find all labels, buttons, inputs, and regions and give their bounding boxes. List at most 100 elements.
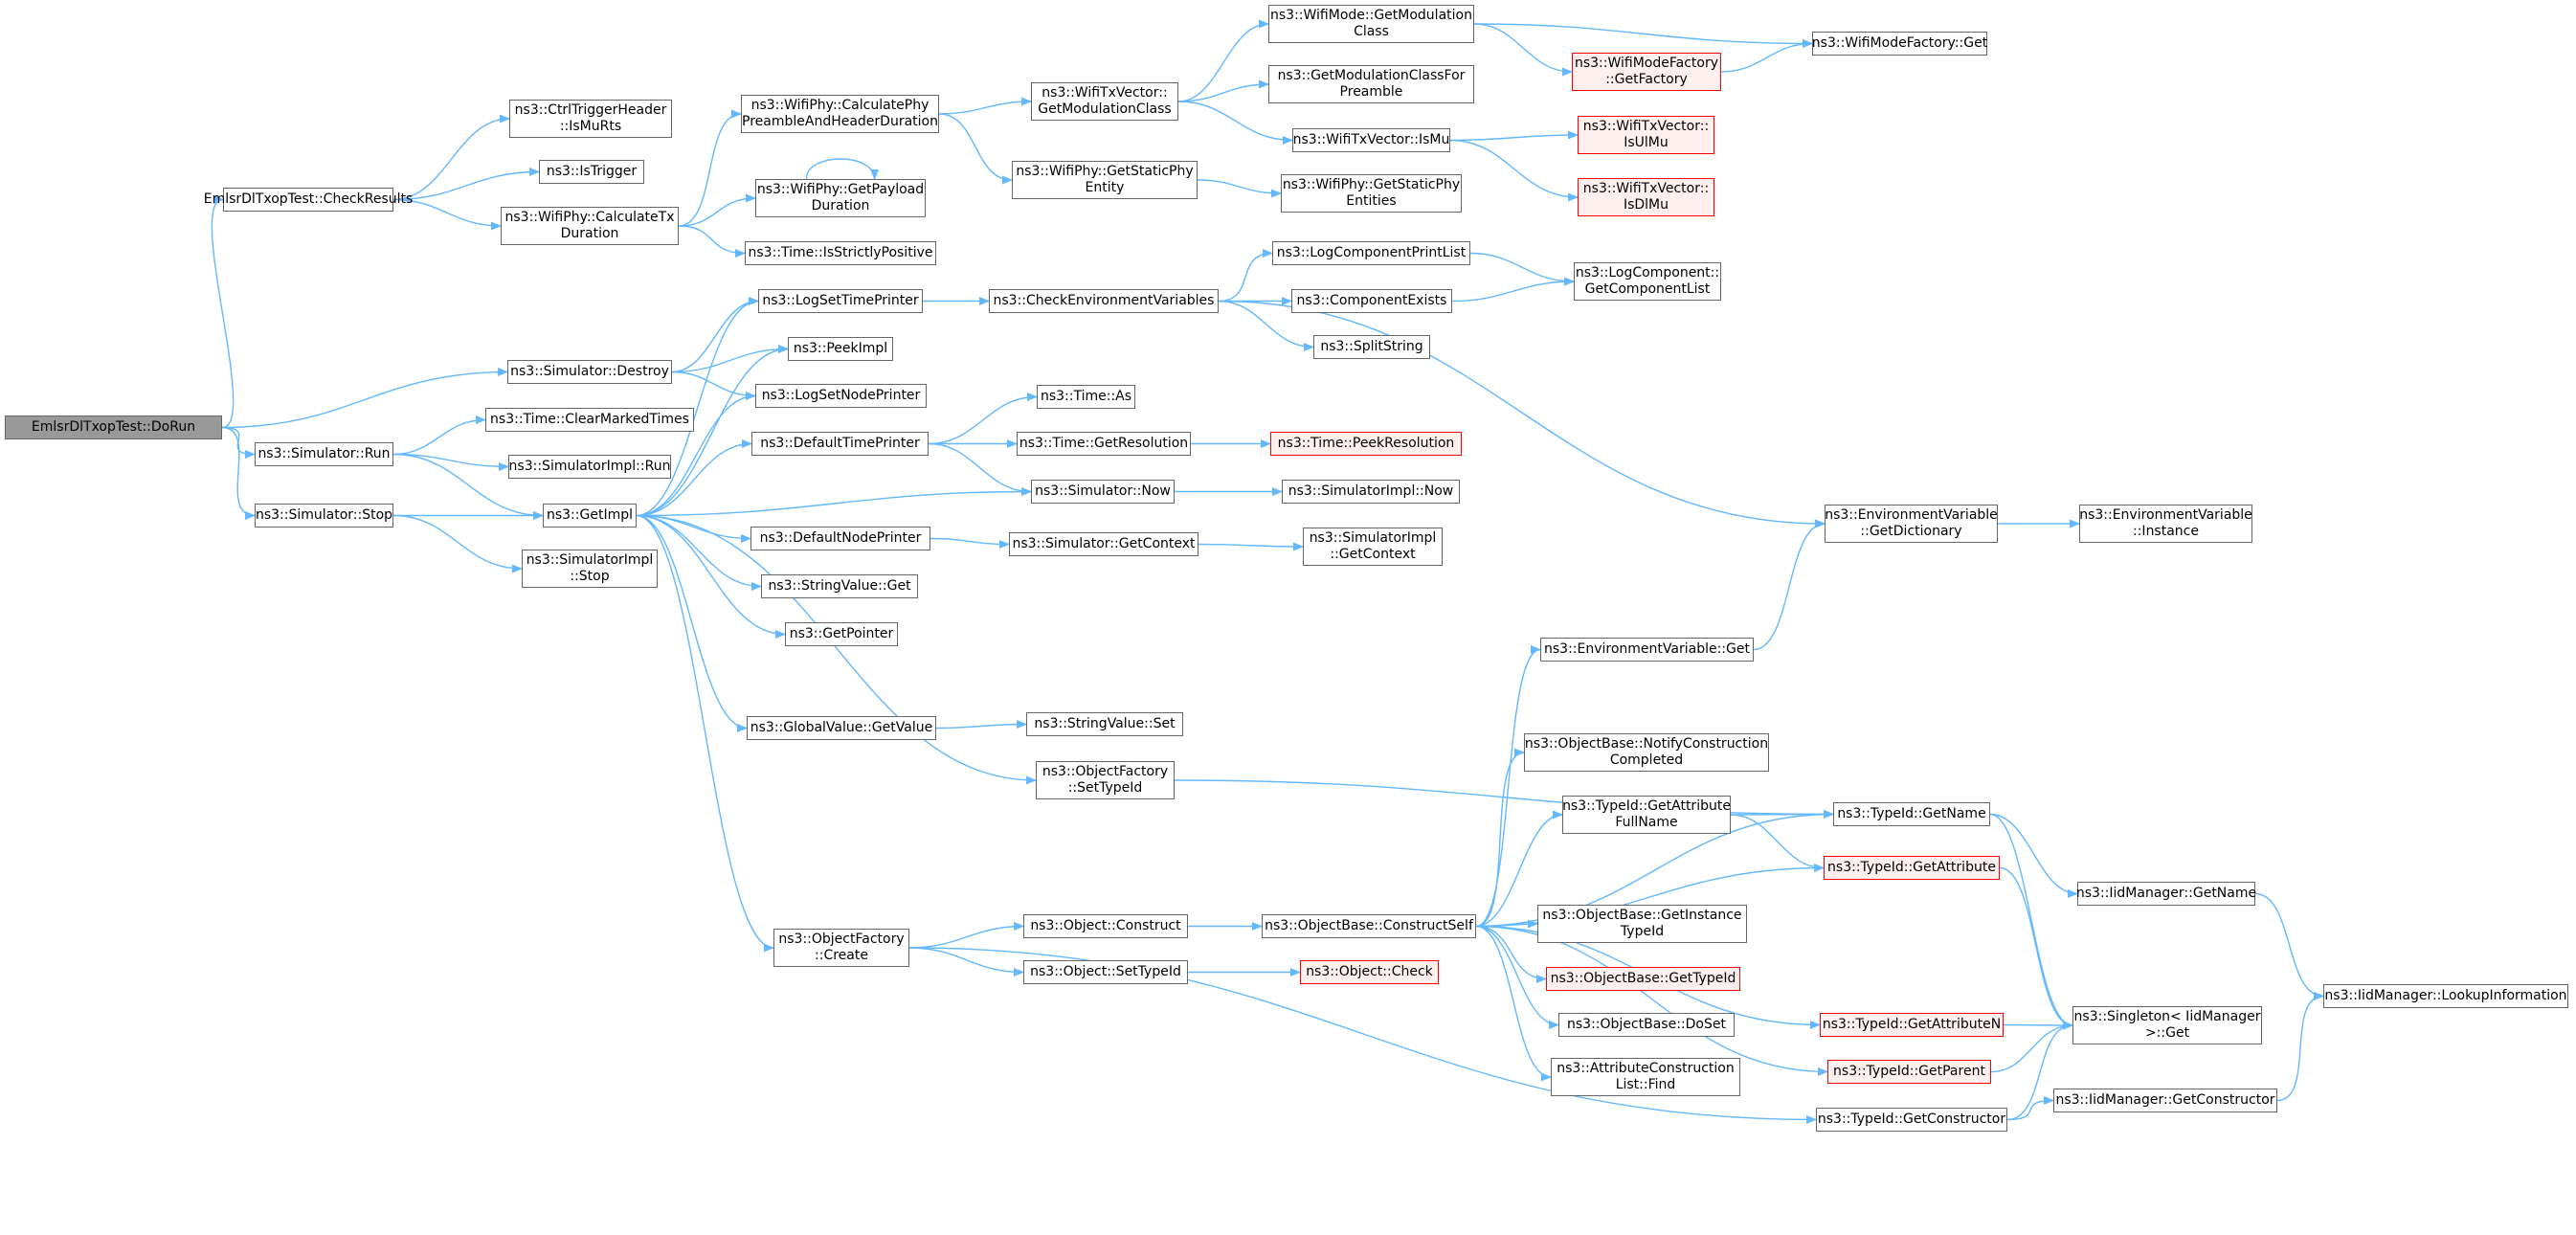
edge-calctx-to-calcphy xyxy=(678,109,743,227)
edge-iidctor-to-lookup xyxy=(2276,992,2325,1102)
node-logsettime[interactable]: ns3::LogSetTimePrinter xyxy=(758,289,923,313)
edge-constructself-to-notify xyxy=(1475,748,1526,928)
node-instancetid[interactable]: ns3::ObjectBase::GetInstance TypeId xyxy=(1537,905,1747,943)
edge-calctx-to-strictpos xyxy=(678,225,747,258)
edge-getimpl-to-create xyxy=(636,514,775,953)
node-getattr[interactable]: ns3::TypeId::GetAttribute xyxy=(1824,856,2000,880)
node-calcphy[interactable]: ns3::WifiPhy::CalculatePhy PreambleAndHe… xyxy=(741,95,939,133)
edge-getimpl-to-logsettime xyxy=(636,297,760,517)
node-payload[interactable]: ns3::WifiPhy::GetPayload Duration xyxy=(755,179,926,217)
node-getcontext[interactable]: ns3::Simulator::GetContext xyxy=(1009,532,1198,556)
node-implstop[interactable]: ns3::SimulatorImpl ::Stop xyxy=(522,550,658,588)
node-envinst[interactable]: ns3::EnvironmentVariable ::Instance xyxy=(2079,505,2252,543)
node-run[interactable]: ns3::Simulator::Run xyxy=(255,442,393,466)
node-logsetnode[interactable]: ns3::LogSetNodePrinter xyxy=(755,384,927,408)
node-factoryget[interactable]: ns3::WifiModeFactory::Get xyxy=(1812,32,1987,56)
edge-getparent-to-singleton xyxy=(1990,1021,2074,1073)
edge-destroy-to-logsetnode xyxy=(671,370,757,400)
edge-constructself-to-attrfull xyxy=(1475,810,1564,928)
node-lookup[interactable]: ns3::IidManager::LookupInformation xyxy=(2323,984,2568,1008)
edge-constructself-to-gettypeid xyxy=(1475,925,1548,983)
node-iidctor[interactable]: ns3::IidManager::GetConstructor xyxy=(2053,1089,2277,1112)
node-getimpl[interactable]: ns3::GetImpl xyxy=(543,504,637,528)
node-checkresults[interactable]: EmlsrDlTxopTest::CheckResults xyxy=(204,188,413,212)
node-strset[interactable]: ns3::StringValue::Set xyxy=(1026,712,1183,736)
node-isulmu[interactable]: ns3::WifiTxVector:: IsUlMu xyxy=(1578,116,1714,154)
node-istrigger[interactable]: ns3::IsTrigger xyxy=(539,160,644,184)
node-notify[interactable]: ns3::ObjectBase::NotifyConstruction Comp… xyxy=(1524,733,1769,772)
node-singleton[interactable]: ns3::Singleton< IidManager >::Get xyxy=(2072,1006,2262,1044)
node-deftime[interactable]: ns3::DefaultTimePrinter xyxy=(751,432,929,456)
edge-dorun-to-checkresults xyxy=(211,195,235,429)
edge-attrfull-to-getattr xyxy=(1730,814,1826,872)
node-compexists[interactable]: ns3::ComponentExists xyxy=(1291,289,1452,313)
node-modpreamble[interactable]: ns3::GetModulationClassFor Preamble xyxy=(1268,65,1474,103)
node-strget[interactable]: ns3::StringValue::Get xyxy=(761,574,918,598)
edge-checkenv-to-logcompprint xyxy=(1218,249,1274,303)
node-globalget[interactable]: ns3::GlobalValue::GetValue xyxy=(747,716,936,740)
node-staticphy[interactable]: ns3::WifiPhy::GetStaticPhy Entity xyxy=(1012,161,1198,199)
node-peekimpl[interactable]: ns3::PeekImpl xyxy=(788,337,893,361)
node-attrfull[interactable]: ns3::TypeId::GetAttribute FullName xyxy=(1562,796,1731,834)
node-splitstring[interactable]: ns3::SplitString xyxy=(1313,335,1430,359)
edge-deftime-to-timeas xyxy=(928,393,1039,445)
edge-dorun-to-stop xyxy=(221,426,257,520)
node-calctx[interactable]: ns3::WifiPhy::CalculateTx Duration xyxy=(501,207,679,245)
node-getfactory[interactable]: ns3::WifiModeFactory ::GetFactory xyxy=(1572,53,1721,91)
node-settypeid[interactable]: ns3::ObjectFactory ::SetTypeId xyxy=(1036,761,1175,799)
node-ismu[interactable]: ns3::WifiTxVector::IsMu xyxy=(1292,128,1450,152)
node-implctx[interactable]: ns3::SimulatorImpl ::GetContext xyxy=(1303,528,1443,566)
node-implrun[interactable]: ns3::SimulatorImpl::Run xyxy=(508,455,671,479)
edge-checkresults-to-ctrltrigger xyxy=(392,114,511,201)
node-timeas[interactable]: ns3::Time::As xyxy=(1037,385,1135,409)
node-envget[interactable]: ns3::EnvironmentVariable::Get xyxy=(1540,638,1754,662)
node-attrn[interactable]: ns3::TypeId::GetAttributeN xyxy=(1820,1013,2004,1037)
edge-constructself-to-envget xyxy=(1475,645,1542,928)
node-staticphyentities[interactable]: ns3::WifiPhy::GetStaticPhy Entities xyxy=(1281,174,1462,213)
node-logcompprint[interactable]: ns3::LogComponentPrintList xyxy=(1272,241,1470,265)
node-stop[interactable]: ns3::Simulator::Stop xyxy=(255,504,393,528)
node-iidname[interactable]: ns3::IidManager::GetName xyxy=(2076,882,2256,906)
node-defnode[interactable]: ns3::DefaultNodePrinter xyxy=(750,527,930,550)
node-constructself[interactable]: ns3::ObjectBase::ConstructSelf xyxy=(1262,914,1476,938)
node-clearmarked[interactable]: ns3::Time::ClearMarkedTimes xyxy=(485,408,694,432)
edge-getimpl-to-globalget xyxy=(636,514,749,732)
node-gettypeid[interactable]: ns3::ObjectBase::GetTypeId xyxy=(1546,967,1740,991)
edge-create-to-construct xyxy=(908,922,1025,949)
node-simnow[interactable]: ns3::Simulator::Now xyxy=(1031,480,1175,504)
node-objcheck[interactable]: ns3::Object::Check xyxy=(1300,960,1439,984)
edge-getname-to-iidname xyxy=(1989,813,2079,898)
edge-constructself-to-attrfind xyxy=(1475,925,1553,1082)
edge-txvecgetmod-to-modeget xyxy=(1177,19,1270,102)
node-txvecgetmod[interactable]: ns3::WifiTxVector:: GetModulationClass xyxy=(1031,82,1178,121)
node-envdict[interactable]: ns3::EnvironmentVariable ::GetDictionary xyxy=(1825,505,1998,543)
node-getpointer[interactable]: ns3::GetPointer xyxy=(785,622,898,646)
node-doset[interactable]: ns3::ObjectBase::DoSet xyxy=(1558,1013,1735,1037)
node-create[interactable]: ns3::ObjectFactory ::Create xyxy=(773,929,909,967)
edge-getfactory-to-factoryget xyxy=(1720,39,1814,73)
node-implnow[interactable]: ns3::SimulatorImpl::Now xyxy=(1282,480,1460,504)
node-getparent[interactable]: ns3::TypeId::GetParent xyxy=(1827,1060,1991,1084)
node-getname[interactable]: ns3::TypeId::GetName xyxy=(1833,802,1990,826)
edge-txvecgetmod-to-ismu xyxy=(1177,101,1294,145)
node-ctrltrigger[interactable]: ns3::CtrlTriggerHeader ::IsMuRts xyxy=(509,100,672,138)
edge-constructself-to-doset xyxy=(1475,925,1560,1029)
node-isdlmu[interactable]: ns3::WifiTxVector:: IsDlMu xyxy=(1578,178,1714,216)
node-getres[interactable]: ns3::Time::GetResolution xyxy=(1017,432,1191,456)
node-checkenv[interactable]: ns3::CheckEnvironmentVariables xyxy=(989,289,1219,313)
edge-ismu-to-isdlmu xyxy=(1449,139,1579,202)
node-tidctor[interactable]: ns3::TypeId::GetConstructor xyxy=(1816,1108,2007,1132)
node-getcomplist[interactable]: ns3::LogComponent:: GetComponentList xyxy=(1574,262,1721,301)
node-modeget[interactable]: ns3::WifiMode::GetModulation Class xyxy=(1268,5,1474,43)
edge-logcompprint-to-getcomplist xyxy=(1469,252,1576,286)
node-construct[interactable]: ns3::Object::Construct xyxy=(1023,914,1188,938)
node-destroy[interactable]: ns3::Simulator::Destroy xyxy=(507,360,672,384)
node-objsettid[interactable]: ns3::Object::SetTypeId xyxy=(1023,960,1188,984)
node-peekres[interactable]: ns3::Time::PeekResolution xyxy=(1270,432,1462,456)
edge-create-to-tidctor xyxy=(908,947,1818,1124)
node-strictpos[interactable]: ns3::Time::IsStrictlyPositive xyxy=(745,241,936,265)
edge-checkenv-to-envdict xyxy=(1218,300,1826,528)
node-attrfind[interactable]: ns3::AttributeConstruction List::Find xyxy=(1551,1058,1740,1096)
